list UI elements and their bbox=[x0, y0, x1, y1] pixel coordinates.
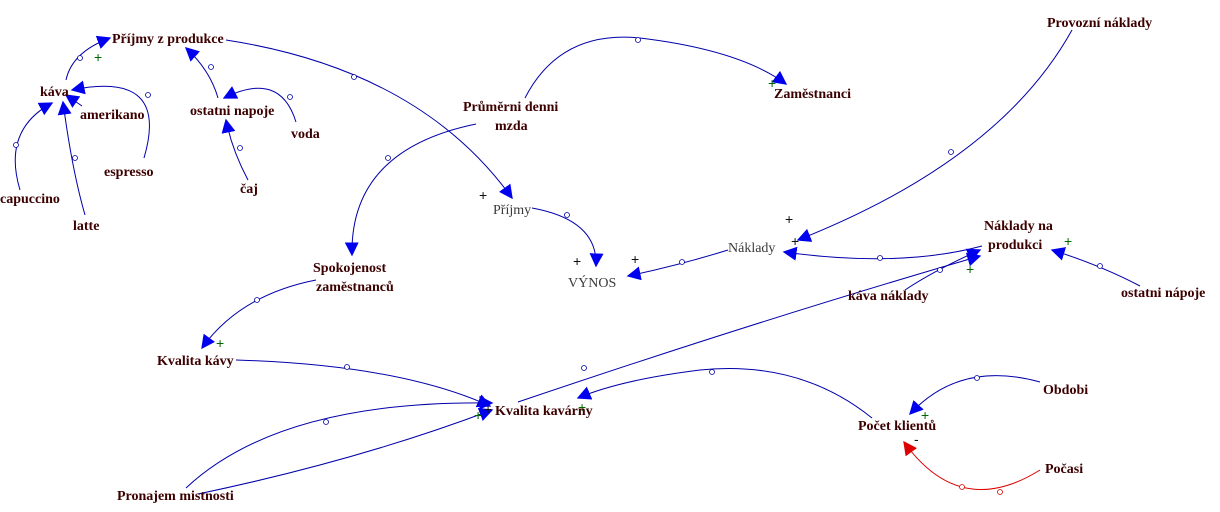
node-pocasi[interactable]: Počasi bbox=[1045, 462, 1083, 477]
node-kava[interactable]: káva bbox=[40, 85, 69, 100]
polarity-plus: + bbox=[791, 233, 799, 249]
handle bbox=[937, 267, 943, 273]
node-latte[interactable]: latte bbox=[73, 219, 99, 234]
node-kvalita-kavarny[interactable]: Kvalita kavárny bbox=[495, 404, 593, 419]
node-naklady[interactable]: Náklady bbox=[728, 241, 775, 256]
polarity-plus: + bbox=[474, 407, 482, 423]
handle bbox=[877, 255, 883, 261]
handle bbox=[974, 375, 980, 381]
handle bbox=[145, 92, 151, 98]
link-kvalita-kavarny-to-naklady-na-produkci bbox=[517, 252, 982, 403]
polarity-plus: + bbox=[573, 253, 581, 269]
link-prijmy-z-produkce-to-prijmy bbox=[225, 39, 513, 200]
node-kava-naklady[interactable]: káva náklady bbox=[848, 289, 929, 304]
node-vynos[interactable]: VÝNOS bbox=[568, 274, 616, 291]
link-pocasi-to-pocet-klientu bbox=[903, 440, 1041, 490]
node-amerikano[interactable]: amerikano bbox=[80, 108, 145, 123]
node-spokojenost-line2[interactable]: zaměstnanců bbox=[316, 280, 394, 295]
handle bbox=[385, 155, 391, 161]
handle bbox=[635, 37, 641, 43]
handle bbox=[287, 94, 293, 100]
polarity-plus: + bbox=[966, 261, 974, 277]
node-kvalita-kavy[interactable]: Kvalita kávy bbox=[157, 354, 234, 369]
link-voda-to-ostatni-napoje bbox=[222, 86, 297, 123]
polarity-plus: + bbox=[921, 407, 929, 423]
node-caj[interactable]: čaj bbox=[240, 182, 258, 197]
link-naklady-to-vynos bbox=[626, 249, 729, 281]
node-pocet-klientu[interactable]: Počet klientů bbox=[858, 419, 936, 434]
link-amerikano-to-kava bbox=[64, 94, 83, 108]
link-ostatni-napoje-to-prijmy-z-produkce bbox=[184, 47, 219, 99]
node-naklady-na-produkci-line2[interactable]: produkci bbox=[988, 238, 1042, 253]
node-capuccino[interactable]: capuccino bbox=[0, 192, 60, 207]
node-obdobi[interactable]: Obdobi bbox=[1043, 383, 1088, 398]
handle-negative bbox=[997, 489, 1003, 495]
handle bbox=[254, 297, 260, 303]
handle bbox=[564, 212, 570, 218]
handle bbox=[351, 74, 357, 80]
polarity-plus: + bbox=[631, 251, 639, 267]
link-provozni-naklady-to-naklady bbox=[796, 29, 1073, 242]
link-spokojenost-to-kvalita-kavy bbox=[201, 279, 317, 350]
node-prijmy-z-produkce[interactable]: Příjmy z produkce bbox=[112, 32, 224, 47]
polarity-plus: + bbox=[479, 187, 487, 203]
node-pronajem-mistnosti[interactable]: Pronajem mistnosti bbox=[117, 489, 234, 504]
link-espresso-to-kava bbox=[70, 80, 150, 159]
node-ostatni-napoje-2[interactable]: ostatni nápoje bbox=[1121, 286, 1205, 301]
handle bbox=[679, 259, 685, 265]
handle bbox=[948, 149, 954, 155]
handle bbox=[709, 369, 715, 375]
link-mzda-to-spokojenost bbox=[344, 123, 477, 257]
node-prijmy[interactable]: Příjmy bbox=[493, 203, 531, 218]
link-obdobi-to-pocet-klientu bbox=[909, 375, 1041, 416]
polarity-minus: - bbox=[914, 431, 919, 447]
node-spokojenost-line1[interactable]: Spokojenost bbox=[313, 261, 386, 276]
link-pronajem-to-kvalita-kavarny-b bbox=[197, 407, 494, 495]
link-pronajem-to-kvalita-kavarny-a bbox=[185, 395, 494, 489]
polarity-plus: + bbox=[785, 211, 793, 227]
link-naklady-na-produkci-to-naklady bbox=[782, 245, 983, 261]
polarity-plus: + bbox=[484, 401, 492, 417]
node-espresso[interactable]: espresso bbox=[104, 165, 154, 180]
link-prijmy-to-vynos bbox=[531, 207, 604, 268]
link-handles bbox=[13, 37, 1103, 425]
handle bbox=[72, 155, 78, 161]
node-zamestnanci[interactable]: Zaměstnanci bbox=[774, 87, 851, 102]
handle bbox=[77, 55, 83, 61]
handle bbox=[323, 419, 329, 425]
link-pocet-klientu-to-kvalita-kavarny bbox=[576, 368, 873, 419]
polarity-plus: + bbox=[1064, 233, 1072, 249]
link-kava-to-prijmy-z-produkce bbox=[65, 35, 112, 81]
node-ostatni-napoje[interactable]: ostatni napoje bbox=[190, 104, 274, 119]
node-prumerna-mzda-line2[interactable]: mzda bbox=[495, 119, 528, 134]
handle bbox=[581, 365, 587, 371]
link-latte-to-kava bbox=[57, 100, 86, 216]
polarity-plus: + bbox=[768, 75, 776, 91]
handle bbox=[13, 142, 19, 148]
link-kvalita-kavy-to-kvalita-kavarny bbox=[235, 359, 492, 408]
link-mzda-to-zamestnanci bbox=[524, 36, 788, 99]
node-provozni-naklady[interactable]: Provozní náklady bbox=[1047, 16, 1152, 31]
node-voda[interactable]: voda bbox=[291, 127, 320, 142]
node-prumerna-mzda-line1[interactable]: Průměrni denni bbox=[463, 100, 558, 115]
handle bbox=[344, 364, 350, 370]
handle-negative bbox=[959, 484, 965, 490]
link-ostatni-napoje-to-naklady-na-produkci bbox=[1050, 247, 1141, 287]
link-capuccino-to-kava bbox=[14, 102, 54, 191]
handle bbox=[237, 145, 243, 151]
polarity-plus: + bbox=[216, 335, 224, 351]
node-naklady-na-produkci-line1[interactable]: Náklady na bbox=[984, 219, 1053, 234]
link-caj-to-ostatni-napoje bbox=[221, 118, 249, 181]
handle bbox=[208, 64, 214, 70]
polarity-plus: + bbox=[94, 49, 102, 65]
handle bbox=[1097, 263, 1103, 269]
polarity-plus: + bbox=[578, 399, 586, 415]
